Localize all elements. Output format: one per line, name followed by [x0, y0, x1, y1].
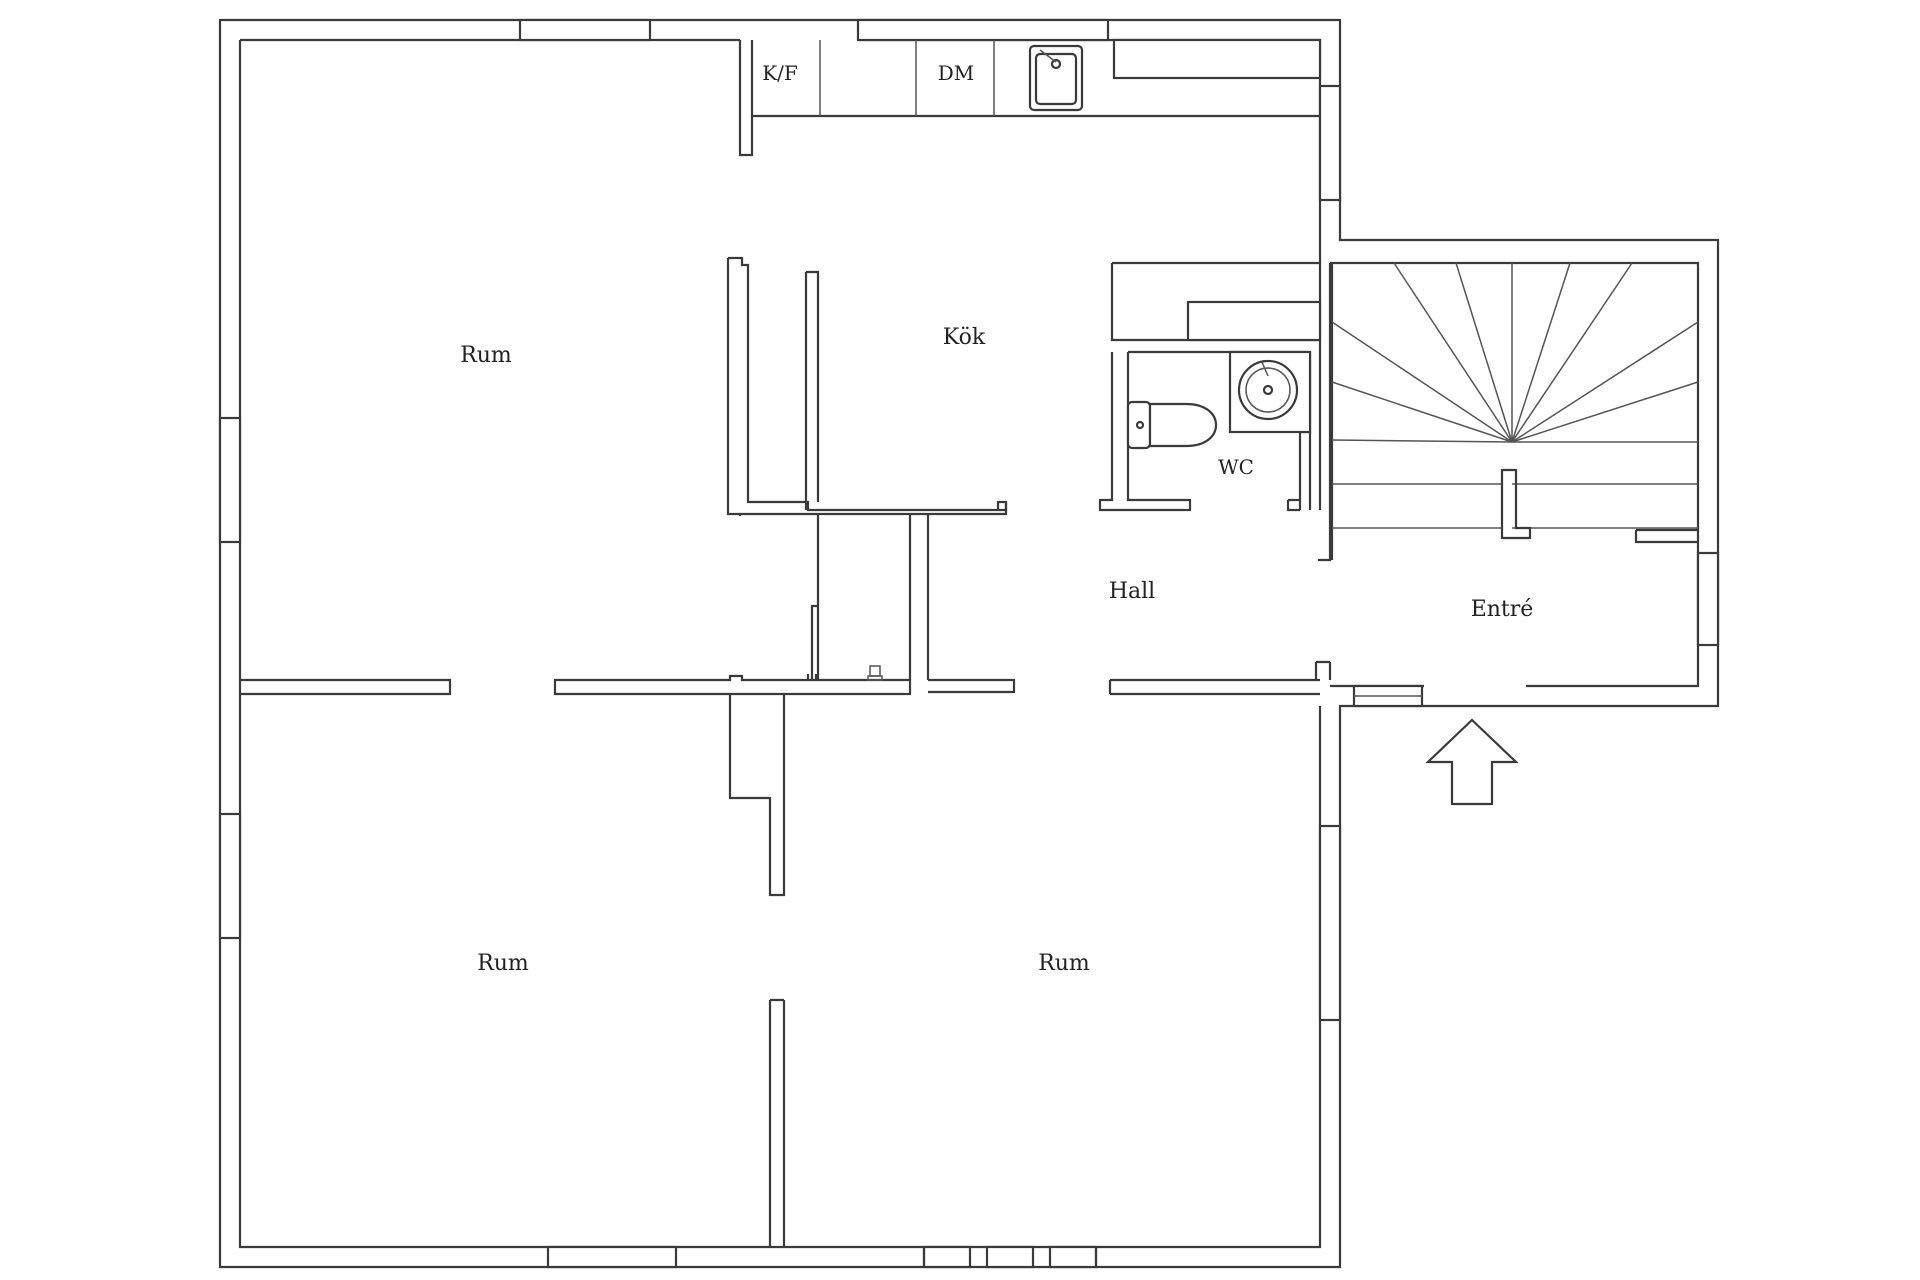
- fridge-freezer-label: K/F: [762, 61, 798, 85]
- window: [1318, 824, 1342, 1022]
- window: [518, 18, 652, 42]
- outer-walls: [218, 18, 1720, 1269]
- room-label-top-left: Rum: [460, 343, 512, 368]
- dishwasher-label: DM: [938, 61, 975, 85]
- kitchen-counter: K/F DM: [738, 38, 1322, 157]
- toilet-icon: [1126, 400, 1218, 450]
- entrance-arrow-icon: [1425, 718, 1519, 806]
- window: [546, 1245, 678, 1269]
- window: [922, 1245, 972, 1269]
- window: [1318, 84, 1342, 202]
- window: [856, 18, 1110, 42]
- staircase-icon: [1318, 262, 1699, 562]
- sink-icon: [1028, 44, 1084, 112]
- room-label-bottom-right: Rum: [1038, 951, 1090, 976]
- window: [1048, 1245, 1098, 1269]
- room-label-kitchen: Kök: [943, 325, 986, 350]
- room-label-hall: Hall: [1109, 579, 1155, 604]
- room-label-entrance: Entré: [1471, 597, 1534, 622]
- room-label-bottom-left: Rum: [477, 951, 529, 976]
- wall-cabinet: [1112, 38, 1322, 80]
- window: [218, 812, 242, 940]
- washbasin-icon: [1228, 350, 1312, 434]
- light-fixture-icon: [867, 665, 883, 681]
- interior-walls: [240, 256, 1332, 1247]
- shelf: [1186, 300, 1322, 342]
- window: [218, 416, 242, 544]
- window: [1696, 551, 1720, 647]
- wc-label: WC: [1218, 455, 1254, 479]
- window: [985, 1245, 1035, 1269]
- wc-block: WC: [1098, 261, 1322, 512]
